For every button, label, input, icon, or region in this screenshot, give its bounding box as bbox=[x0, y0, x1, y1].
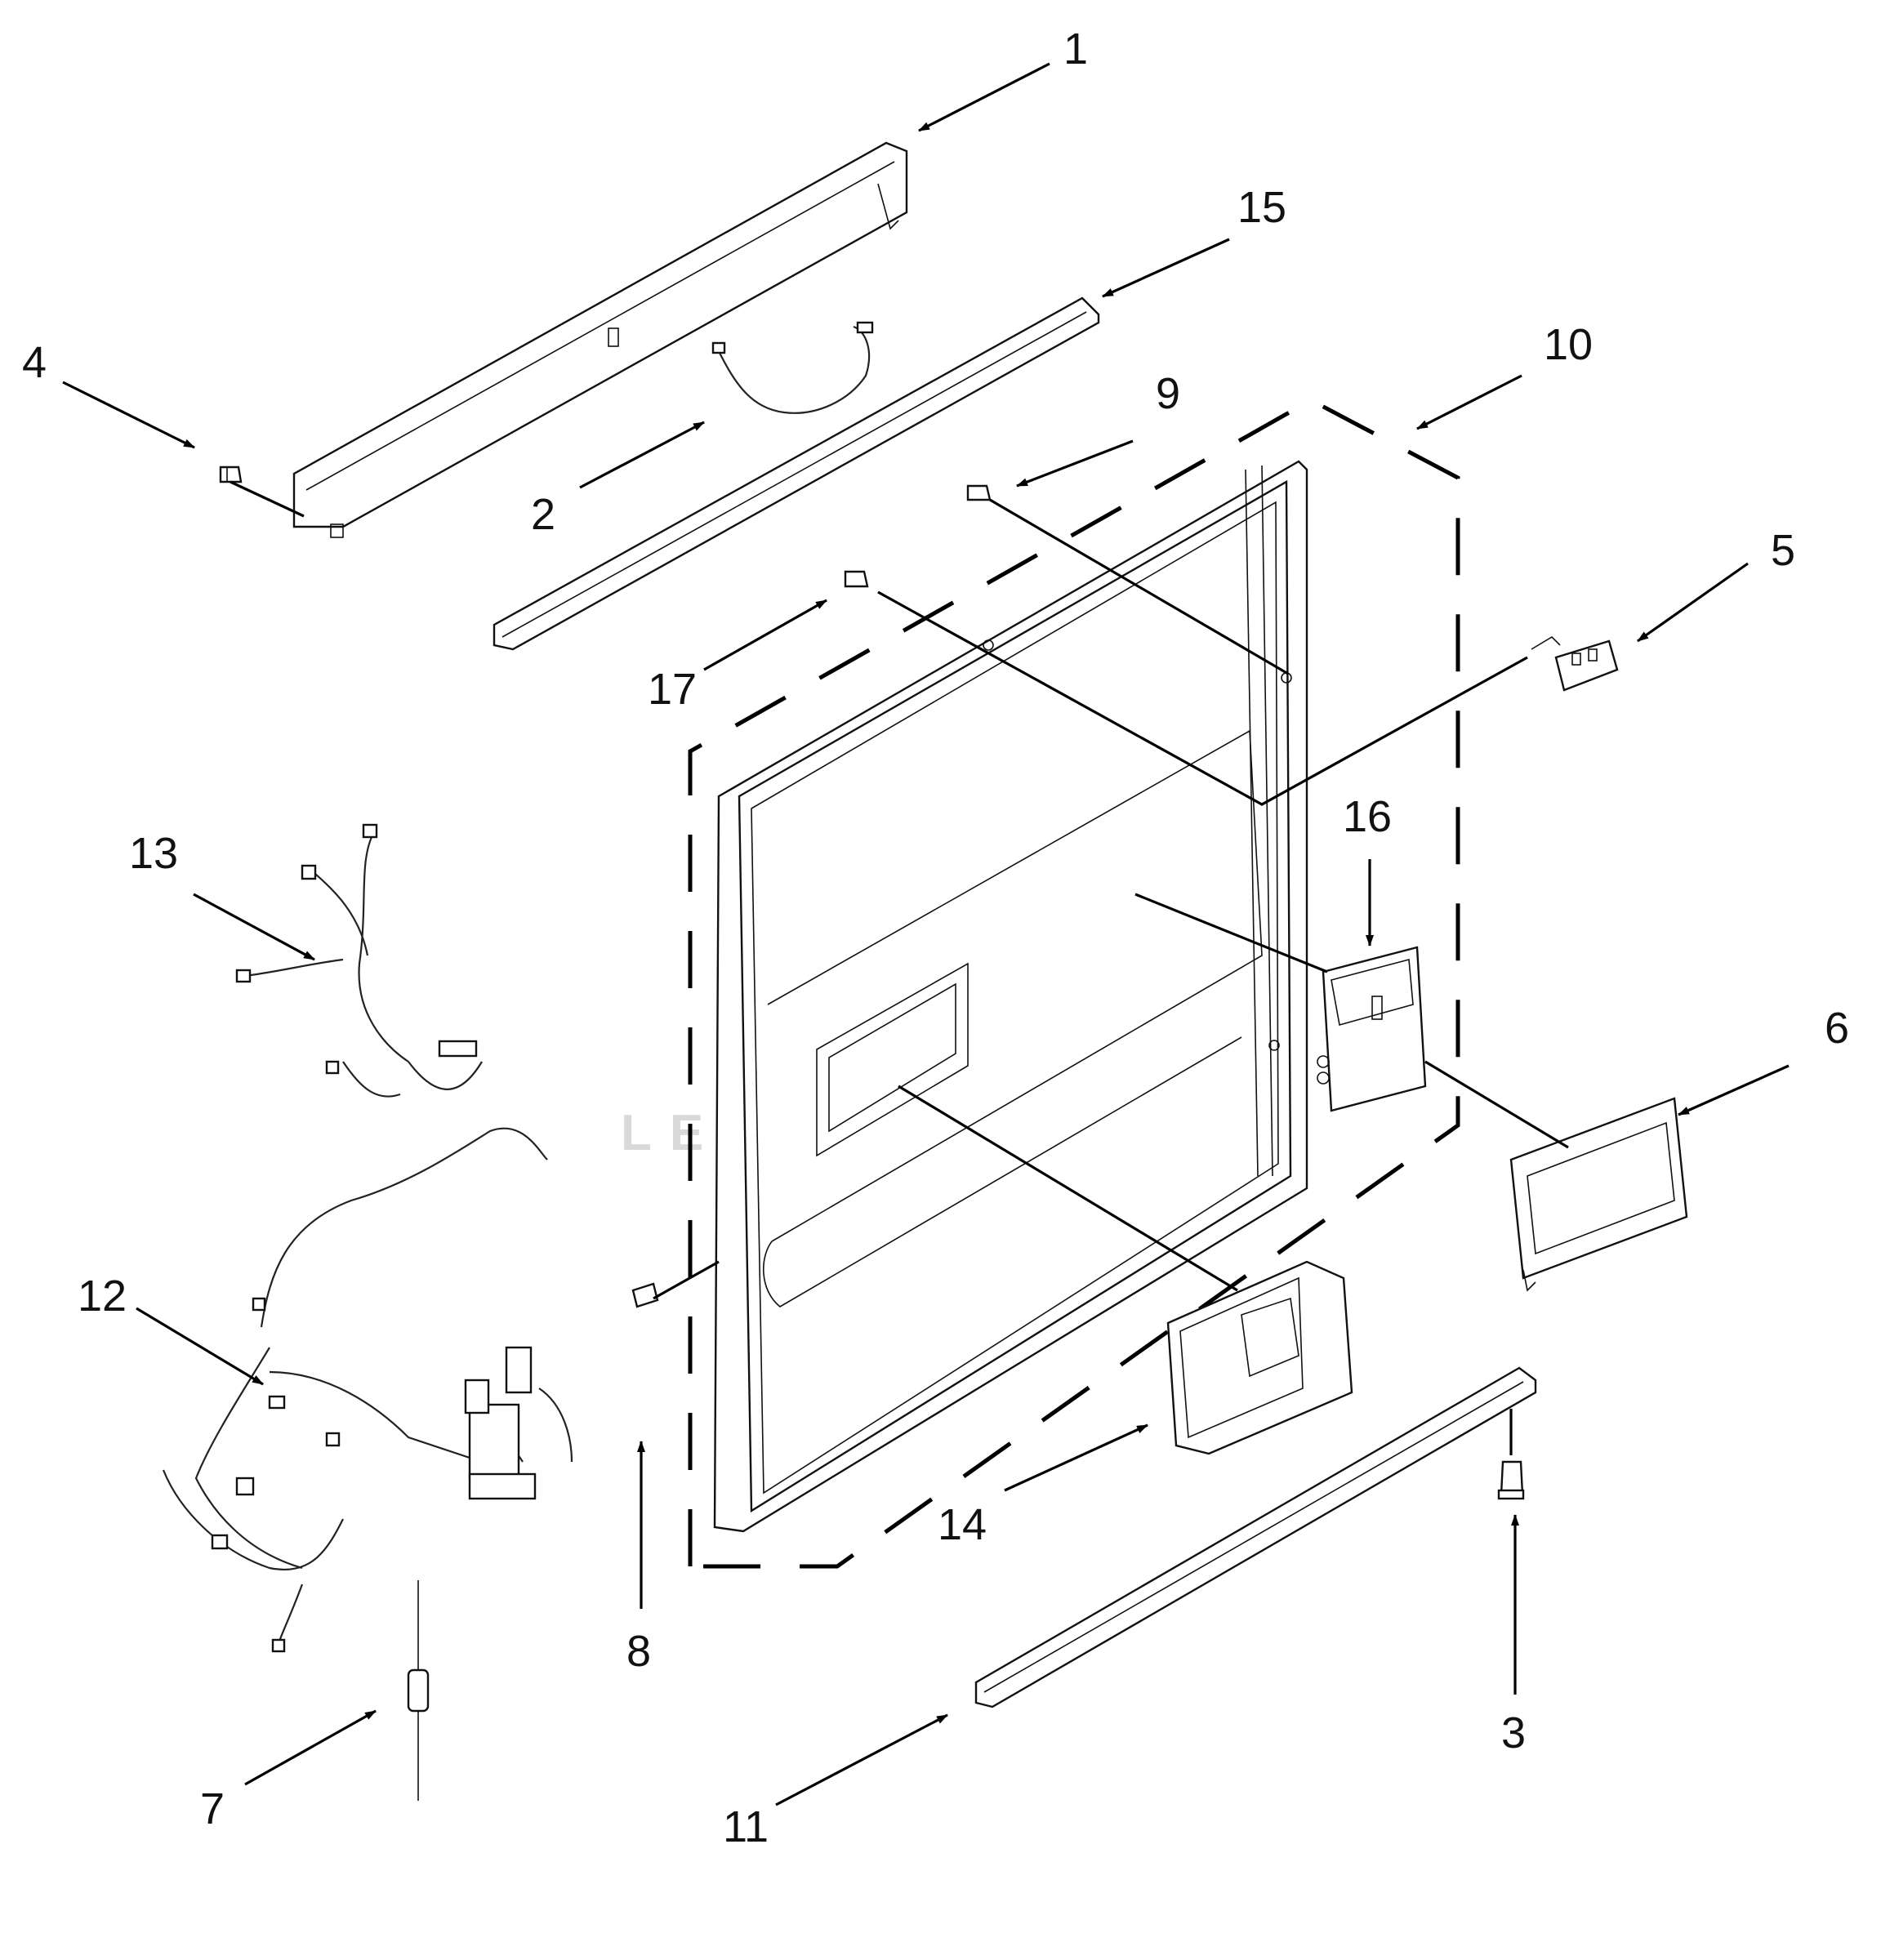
part-4-screw bbox=[219, 466, 243, 483]
part-9-screw bbox=[966, 484, 992, 501]
callout-5: 5 bbox=[1771, 526, 1795, 575]
callout-10: 10 bbox=[1544, 320, 1593, 369]
callout-4: 4 bbox=[22, 338, 47, 387]
callout-6: 6 bbox=[1825, 1004, 1849, 1053]
part-3-screw bbox=[1497, 1460, 1525, 1500]
part-1-top-trim bbox=[292, 141, 908, 538]
leader-lines bbox=[62, 62, 1790, 1806]
part-11-bottom-rail bbox=[974, 1366, 1537, 1708]
callout-2: 2 bbox=[531, 490, 555, 539]
inner-door-panel bbox=[713, 460, 1308, 1533]
part-17-screw bbox=[844, 570, 869, 588]
part-16-bracket bbox=[1317, 946, 1427, 1112]
part-5-switch bbox=[1531, 635, 1619, 692]
part-12-harness bbox=[162, 1127, 573, 1653]
callout-12: 12 bbox=[78, 1272, 127, 1321]
callout-16: 16 bbox=[1343, 792, 1392, 841]
callout-11: 11 bbox=[723, 1802, 769, 1851]
callout-17: 17 bbox=[648, 665, 697, 714]
callout-15: 15 bbox=[1237, 183, 1286, 232]
callout-13: 13 bbox=[129, 829, 178, 878]
callout-14: 14 bbox=[938, 1500, 987, 1549]
callout-1: 1 bbox=[1063, 24, 1088, 74]
callout-7: 7 bbox=[200, 1784, 225, 1833]
part-13-harness bbox=[235, 823, 483, 1098]
part-7-fuse bbox=[407, 1580, 430, 1801]
callout-9: 9 bbox=[1156, 369, 1180, 418]
callout-8: 8 bbox=[626, 1627, 651, 1676]
part-8-screw bbox=[631, 1282, 659, 1308]
callout-3: 3 bbox=[1501, 1708, 1526, 1757]
callout-numbers: 1 2 3 4 5 6 7 8 9 10 11 12 13 14 15 16 1… bbox=[22, 24, 1849, 1851]
door-assembly-dashed-outline bbox=[688, 398, 1460, 1569]
part-2-wire bbox=[711, 321, 874, 414]
part-6-control bbox=[1509, 1097, 1688, 1292]
part-14-dispenser bbox=[1166, 1260, 1353, 1455]
part-15-strip bbox=[493, 296, 1100, 651]
